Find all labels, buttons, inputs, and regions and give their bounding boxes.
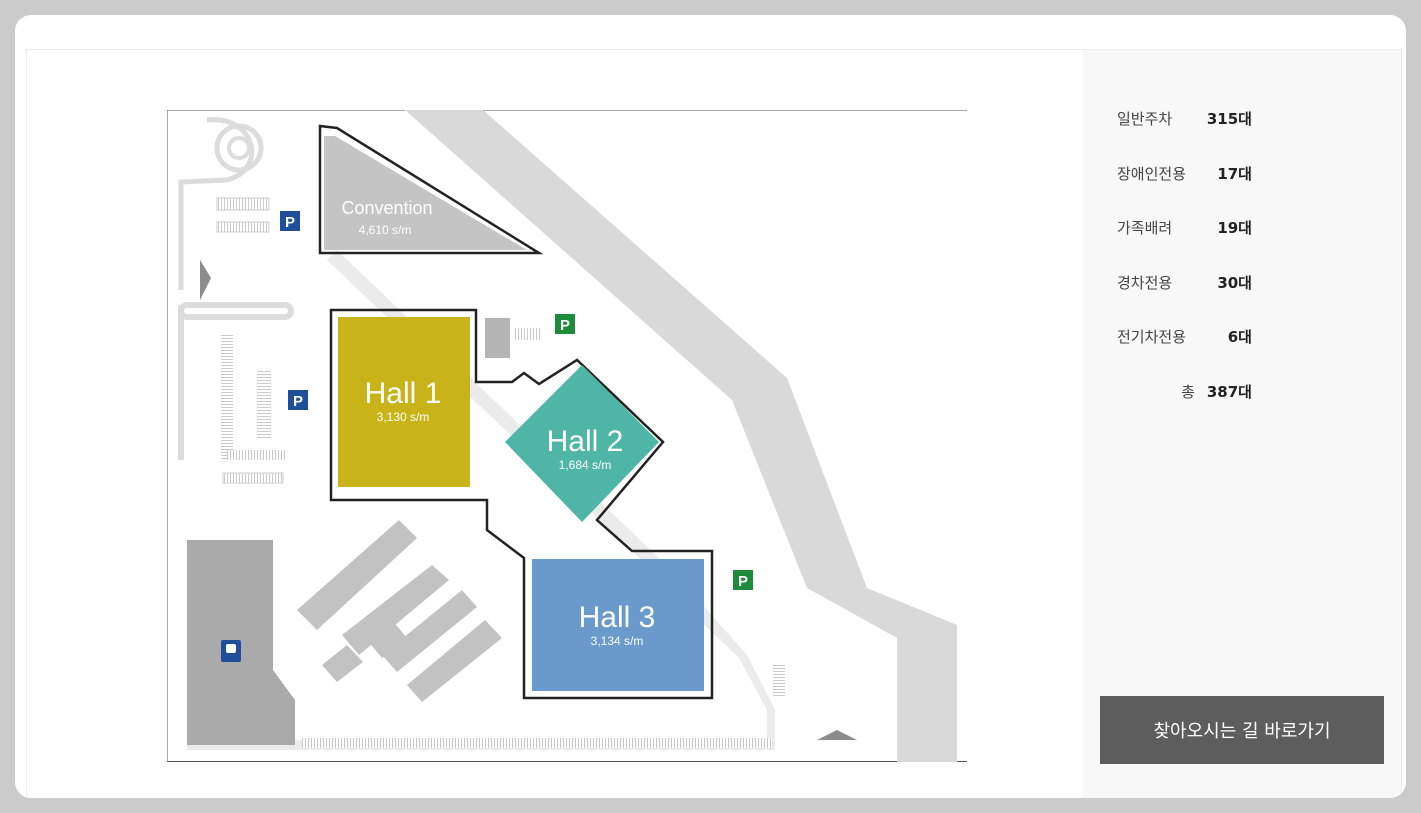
stat-label: 장애인전용	[1117, 164, 1187, 183]
hall-1	[338, 317, 470, 487]
spiral-ramp	[178, 117, 255, 290]
parking-stalls	[773, 665, 785, 697]
convention-outline	[318, 124, 544, 255]
exit-arrow-icon	[817, 730, 857, 740]
stat-label: 일반주차	[1117, 110, 1173, 128]
venue-parking-map: Convention 4,610 s/m Hall 1 3,130 s/m Ha…	[167, 110, 967, 762]
parking-panel: Convention 4,610 s/m Hall 1 3,130 s/m Ha…	[26, 49, 1402, 798]
parking-blocks	[297, 520, 502, 702]
stat-value: 315대	[1206, 110, 1252, 128]
entrance-arrow-icon	[200, 260, 211, 300]
parking-summary-sidebar: 일반주차 315대 장애인전용 17대 가족배려 19대 경차전용 30대 전기…	[1083, 50, 1401, 798]
convention-area: 4,610 s/m	[359, 223, 412, 237]
hall-3-name: Hall 3	[579, 601, 656, 634]
parking-sign-blue: P	[288, 390, 308, 410]
hall-3	[532, 559, 704, 691]
parking-stalls	[513, 328, 541, 340]
parking-stats: 일반주차 315대 장애인전용 17대 가족배려 19대 경차전용 30대 전기…	[1117, 108, 1357, 435]
stat-label: 전기차전용	[1117, 328, 1187, 346]
stat-label: 경차전용	[1117, 273, 1173, 292]
stat-row-ev: 전기차전용 6대	[1117, 326, 1252, 381]
parking-stalls	[302, 738, 772, 748]
convention-name: Convention	[341, 198, 432, 218]
hall-1-area: 3,130 s/m	[377, 410, 430, 424]
utility-building	[485, 318, 510, 358]
parking-sign-green: P	[733, 570, 753, 590]
parking-stalls	[216, 221, 270, 233]
svg-text:P: P	[738, 573, 748, 590]
halls-outline	[329, 308, 714, 700]
parking-stalls	[221, 335, 233, 460]
parking-sign-blue: P	[280, 211, 300, 231]
stat-value: 30대	[1217, 273, 1252, 292]
total-label: 총	[1181, 382, 1195, 401]
parking-stalls	[222, 472, 284, 484]
hall-2-name: Hall 2	[547, 425, 624, 458]
hall-3-area: 3,134 s/m	[591, 634, 644, 648]
directions-button[interactable]: 찾아오시는 길 바로가기	[1100, 696, 1384, 764]
stat-value: 17대	[1217, 164, 1252, 183]
hall-2-area: 1,684 s/m	[559, 458, 612, 472]
parking-stalls	[216, 197, 270, 211]
content-card: Convention 4,610 s/m Hall 1 3,130 s/m Ha…	[15, 15, 1406, 798]
svg-text:P: P	[293, 393, 303, 410]
stat-label: 가족배려	[1117, 219, 1173, 237]
stat-row-disabled: 장애인전용 17대	[1117, 163, 1252, 218]
stat-row-compact: 경차전용 30대	[1117, 272, 1252, 327]
parking-stalls	[227, 450, 287, 460]
parking-sign-green: P	[555, 314, 575, 334]
stat-value: 19대	[1217, 219, 1252, 237]
total-value: 387대	[1206, 382, 1252, 401]
svg-text:P: P	[560, 317, 570, 334]
hall-1-name: Hall 1	[365, 377, 442, 410]
stat-row-family: 가족배려 19대	[1117, 217, 1252, 272]
stat-row-total: 총 387대	[1117, 381, 1252, 436]
stat-value: 6대	[1227, 328, 1252, 346]
stat-row-general: 일반주차 315대	[1117, 108, 1252, 163]
convention-hall	[324, 136, 527, 250]
svg-text:P: P	[285, 214, 295, 231]
parking-stalls	[257, 370, 271, 440]
hall-2	[505, 365, 659, 522]
main-road	[405, 110, 957, 762]
